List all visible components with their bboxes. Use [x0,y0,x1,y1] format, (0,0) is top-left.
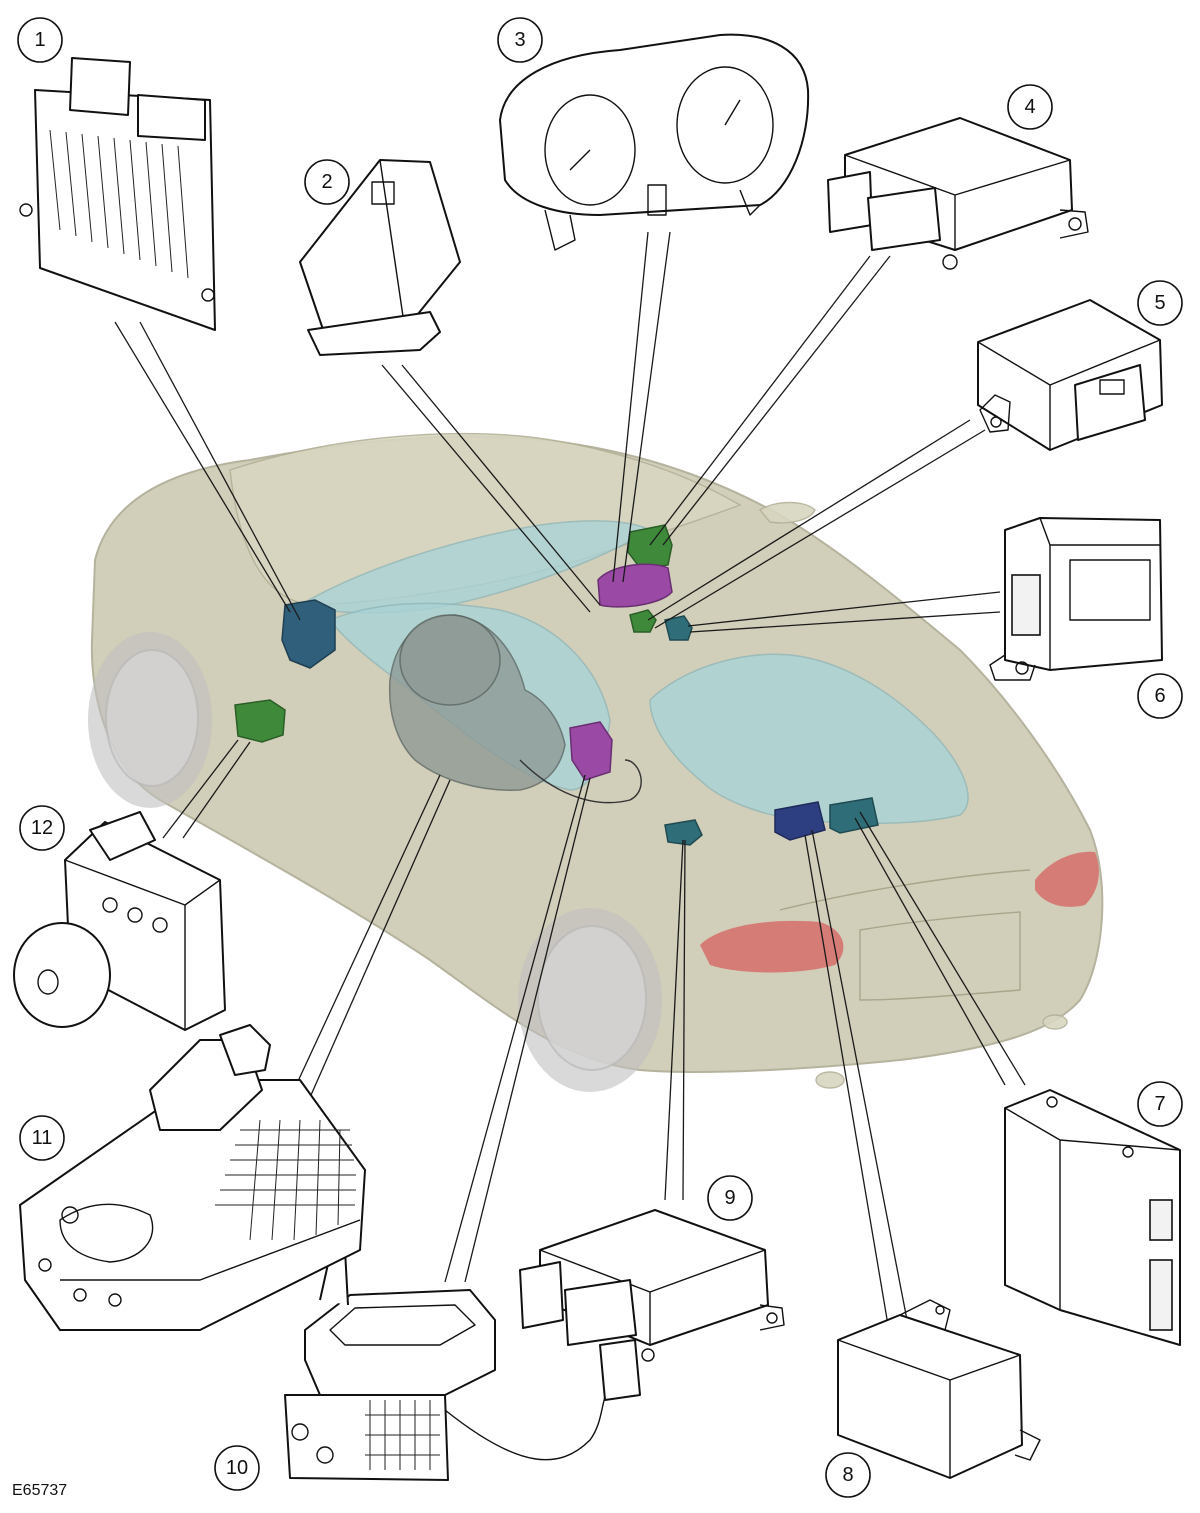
transmission-illustration [388,614,642,804]
highlight-module-4 [627,524,673,569]
highlight-module-3 [597,563,673,608]
component-3-instrument-cluster [499,33,810,251]
svg-text:1: 1 [34,29,45,51]
component-10-gear-selector [284,1249,641,1481]
callout-9: 9 [707,1175,753,1221]
callout-2: 2 [304,159,350,205]
callout-7: 7 [1137,1081,1183,1127]
component-1-engine-control-module [19,57,216,331]
highlight-module-12 [234,699,286,743]
highlight-module-6 [664,615,693,641]
svg-text:4: 4 [1024,96,1035,118]
highlight-module-1 [281,599,336,669]
vehicle-illustration [88,432,1104,1092]
highlight-module-10 [569,721,613,781]
callout-11: 11 [19,1115,65,1161]
svg-text:6: 6 [1154,685,1165,707]
callout-5: 5 [1137,280,1183,326]
highlight-module-7 [829,797,879,834]
svg-text:2: 2 [321,171,332,193]
callout-8: 8 [825,1452,871,1498]
component-2-control-module [299,159,461,356]
component-9-control-module [519,1209,785,1362]
component-11-transmission-valve-body [19,1024,366,1331]
callout-1: 1 [17,17,63,63]
figure-reference-code: E65737 [12,1482,68,1499]
callout-6: 6 [1137,673,1183,719]
svg-text:8: 8 [842,1464,853,1486]
svg-text:11: 11 [32,1127,53,1149]
component-6-control-module [989,517,1163,681]
component-7-control-module [1004,1089,1181,1346]
component-8-control-module [837,1299,1041,1479]
svg-text:10: 10 [226,1457,248,1479]
svg-text:12: 12 [31,817,53,839]
svg-text:3: 3 [514,29,525,51]
leader-lines [114,231,1026,1326]
callout-4: 4 [1007,84,1053,130]
callout-12: 12 [19,805,65,851]
svg-text:9: 9 [724,1187,735,1209]
component-4-control-module [827,117,1089,270]
highlight-module-9 [664,819,703,846]
callout-10: 10 [214,1445,260,1491]
highlight-module-5 [629,609,657,633]
svg-text:7: 7 [1154,1093,1165,1115]
component-12-abs-modulator [13,811,226,1031]
callout-3: 3 [497,17,543,63]
component-5-control-module [977,299,1163,451]
svg-text:5: 5 [1154,292,1165,314]
